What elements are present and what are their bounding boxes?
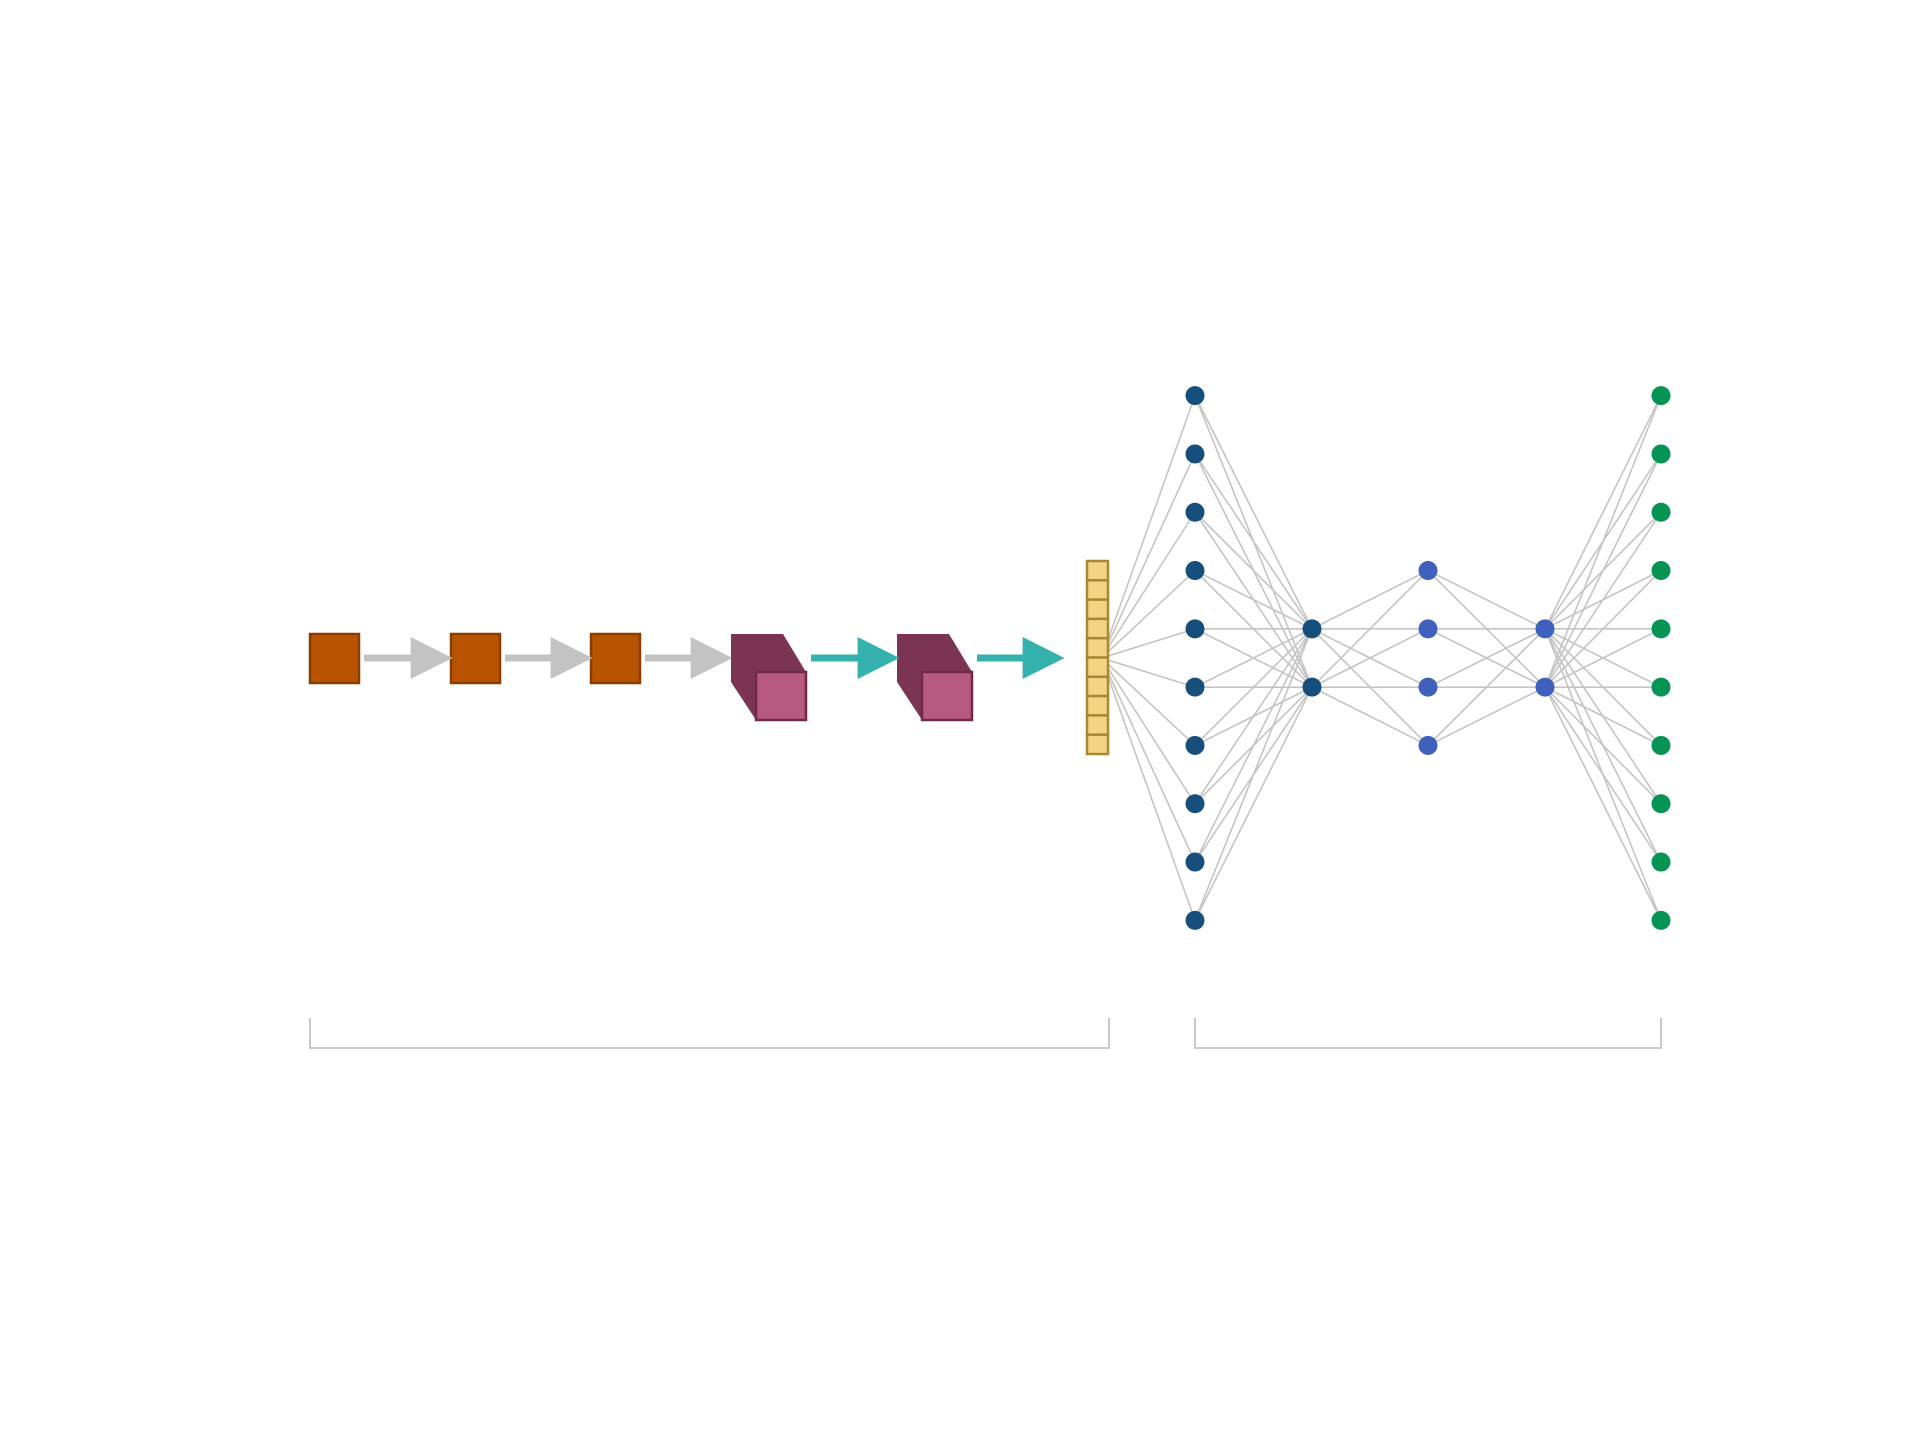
decoder-output-node-6	[1651, 677, 1671, 697]
edge-encoder-input-4-to-encoder-hidden-1	[1194, 569, 1313, 630]
edge-encoder-input-6-to-encoder-hidden-1	[1194, 628, 1313, 688]
edge-flatten-to-encoder-input-4	[1100, 569, 1196, 659]
edge-flatten-to-encoder-input-3	[1100, 511, 1196, 659]
edge-decoder-hidden-2-to-decoder-output-7	[1544, 686, 1662, 747]
edge-encoder-input-3-to-encoder-hidden-1	[1194, 511, 1313, 630]
edge-decoder-hidden-2-to-decoder-output-1	[1544, 395, 1662, 688]
bottleneck-node-4	[1418, 735, 1438, 755]
decoder-output-node-10	[1651, 910, 1671, 930]
edge-encoder-input-1-to-encoder-hidden-1	[1194, 395, 1313, 630]
edge-flatten-to-encoder-input-1	[1100, 395, 1196, 659]
encoder-input-node-2	[1185, 444, 1205, 464]
edge-bottleneck-4-to-decoder-hidden-1	[1427, 628, 1546, 747]
cube-front-face-2	[920, 670, 974, 722]
decoder-output-node-4	[1651, 561, 1671, 581]
flatten-cell-1	[1085, 559, 1110, 582]
right-section-bracket	[1194, 1018, 1662, 1049]
flatten-cell-2	[1085, 579, 1110, 601]
edge-flatten-to-encoder-input-8	[1100, 657, 1196, 805]
edge-flatten-to-encoder-input-7	[1100, 657, 1196, 747]
section-brackets	[309, 1018, 1662, 1049]
edge-decoder-hidden-2-to-decoder-output-10	[1544, 686, 1662, 921]
edge-decoder-hidden-2-to-decoder-output-8	[1544, 686, 1662, 805]
encoder-input-node-10	[1185, 910, 1205, 930]
pipeline-blocks	[308, 559, 1110, 756]
edge-encoder-input-10-to-encoder-hidden-1	[1194, 628, 1313, 921]
decoder-output-node-3	[1651, 502, 1671, 522]
edge-encoder-hidden-2-to-bottleneck-2	[1311, 628, 1429, 688]
encoder-input-node-6	[1185, 677, 1205, 697]
encoder-hidden-node-2	[1302, 677, 1322, 697]
flatten-cell-5	[1085, 636, 1110, 659]
flatten-cell-8	[1085, 694, 1110, 717]
edge-flatten-to-encoder-input-5	[1101, 628, 1196, 659]
decoder-output-node-1	[1651, 386, 1671, 406]
conv-block-1	[308, 632, 361, 685]
edge-flatten-to-encoder-input-9	[1100, 657, 1196, 863]
edge-encoder-input-2-to-encoder-hidden-1	[1194, 453, 1313, 630]
flatten-cell-9	[1085, 714, 1110, 736]
edge-decoder-hidden-2-to-decoder-output-2	[1544, 453, 1662, 688]
encoder-input-node-7	[1185, 735, 1205, 755]
edge-bottleneck-1-to-decoder-hidden-1	[1427, 569, 1546, 630]
edge-encoder-hidden-2-to-bottleneck-1	[1311, 569, 1429, 688]
edge-decoder-hidden-2-to-decoder-output-4	[1544, 569, 1662, 688]
edge-encoder-hidden-2-to-bottleneck-4	[1311, 686, 1429, 747]
encoder-input-node-5	[1185, 619, 1205, 639]
conv-block-2	[449, 632, 502, 685]
edge-encoder-input-10-to-encoder-hidden-2	[1194, 686, 1313, 921]
edge-decoder-hidden-2-to-decoder-output-5	[1544, 628, 1662, 688]
conv-block-3	[589, 632, 642, 685]
decoder-output-node-7	[1651, 735, 1671, 755]
edge-decoder-hidden-2-to-decoder-output-3	[1544, 511, 1662, 688]
edge-bottleneck-4-to-decoder-hidden-2	[1427, 686, 1546, 747]
cube-front-face-1	[754, 670, 808, 722]
decoder-output-node-5	[1651, 619, 1671, 639]
edge-encoder-input-9-to-encoder-hidden-1	[1194, 628, 1313, 863]
decoder-output-node-8	[1651, 794, 1671, 814]
bottleneck-node-1	[1418, 561, 1438, 581]
decoder-output-node-2	[1651, 444, 1671, 464]
network-nodes	[1185, 386, 1671, 930]
bottleneck-node-3	[1418, 677, 1438, 697]
decoder-output-node-9	[1651, 852, 1671, 872]
encoder-input-node-9	[1185, 852, 1205, 872]
edge-encoder-hidden-1-to-bottleneck-1	[1311, 569, 1429, 630]
encoder-input-node-8	[1185, 794, 1205, 814]
flatten-cell-6	[1085, 656, 1110, 679]
left-section-bracket	[309, 1018, 1110, 1049]
edge-decoder-hidden-2-to-decoder-output-9	[1544, 686, 1662, 863]
edge-bottleneck-3-to-decoder-hidden-1	[1427, 628, 1546, 688]
flatten-cell-3	[1085, 598, 1110, 621]
edge-flatten-to-encoder-input-2	[1100, 453, 1196, 659]
edge-flatten-to-encoder-input-10	[1100, 657, 1196, 921]
edge-encoder-input-7-to-encoder-hidden-1	[1194, 628, 1313, 747]
flatten-cell-7	[1085, 675, 1110, 698]
flatten-cell-4	[1085, 617, 1110, 640]
decoder-hidden-node-1	[1535, 619, 1555, 639]
encoder-input-node-3	[1185, 502, 1205, 522]
edge-flatten-to-encoder-input-6	[1101, 657, 1196, 688]
connection-edges	[1100, 395, 1662, 921]
encoder-input-node-1	[1185, 386, 1205, 406]
flatten-cell-10	[1085, 733, 1110, 756]
bottleneck-node-2	[1418, 619, 1438, 639]
encoder-input-node-4	[1185, 561, 1205, 581]
edge-decoder-hidden-1-to-decoder-output-1	[1544, 395, 1662, 630]
decoder-hidden-node-2	[1535, 677, 1555, 697]
edge-encoder-input-8-to-encoder-hidden-1	[1194, 628, 1313, 805]
encoder-hidden-node-1	[1302, 619, 1322, 639]
